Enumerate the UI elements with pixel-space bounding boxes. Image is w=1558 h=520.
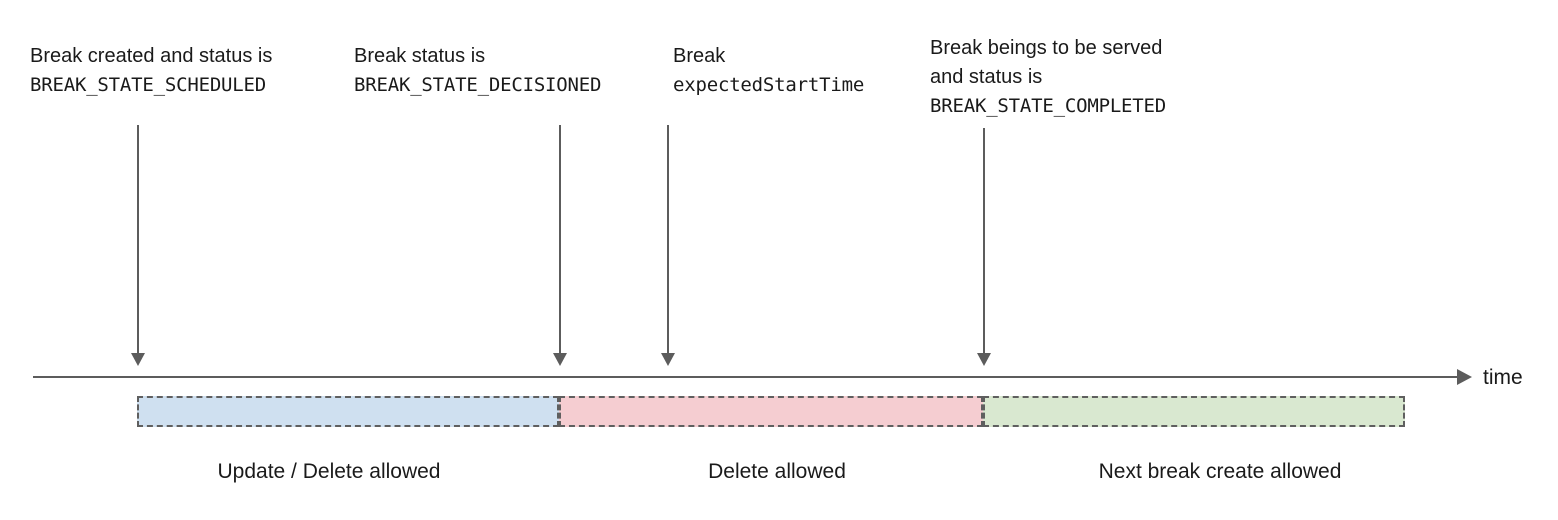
annotation-line: Break beings to be served [930,37,1163,59]
time-axis-arrow-head-icon [1457,369,1472,385]
arrow-head-icon [977,353,991,366]
arrow-stem [667,125,669,354]
time-axis-line [33,376,1457,378]
time-axis-label: time [1483,366,1523,389]
arrow-head-icon [661,353,675,366]
phase-caption-next-break-create: Next break create allowed [1098,460,1342,483]
annotation-text-expected-start-time: Break expectedStartTime [673,42,864,100]
phase-caption-delete-only: Delete allowed [708,460,846,483]
annotation-text-completed: Break beings to be served and status is BR… [930,34,1166,121]
annotation-text-decisioned: Break status is BREAK_STATE_DECISIONED [354,42,601,100]
arrow-head-icon [553,353,567,366]
annotation-line: and status is [930,66,1043,88]
arrow-stem [983,128,985,354]
phase-caption-update-delete: Update / Delete allowed [217,460,441,483]
annotation-line: expectedStartTime [673,74,865,96]
phase-bar-delete-only [559,396,983,427]
annotation-line: BREAK_STATE_SCHEDULED [30,74,267,96]
annotation-line: Break created and status is [30,45,273,67]
arrow-head-icon [131,353,145,366]
annotation-text-scheduled: Break created and status is BREAK_STATE_S… [30,42,272,100]
arrow-stem [137,125,139,354]
arrow-stem [559,125,561,354]
annotation-line: Break status is [354,45,486,67]
annotation-line: BREAK_STATE_COMPLETED [930,95,1167,117]
phase-bar-update-delete [137,396,559,427]
phase-bar-next-break-create [983,396,1405,427]
annotation-line: BREAK_STATE_DECISIONED [354,74,602,96]
annotation-line: Break [673,45,726,67]
